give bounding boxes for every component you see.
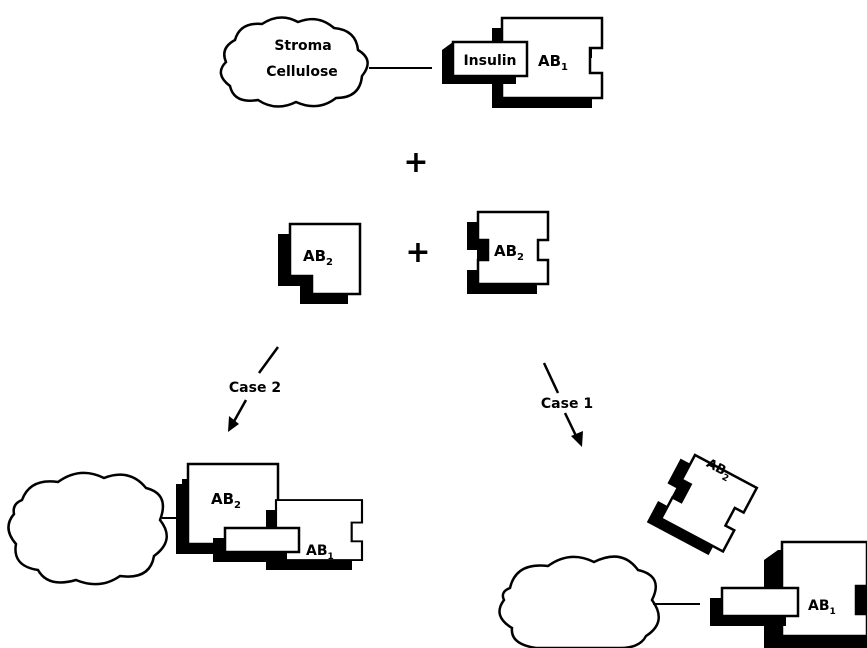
- insulin-antigen-case2: [213, 526, 301, 562]
- stroma-label: Stroma: [274, 38, 331, 54]
- plus-sign-top: +: [403, 145, 428, 180]
- ab2-label-left: AB2: [303, 247, 333, 268]
- ab1-antibody-case1: [764, 540, 867, 648]
- ab2-antibody-displaced: [646, 453, 759, 556]
- ab2-label-right: AB2: [494, 242, 524, 263]
- case1-arrow: [542, 362, 583, 447]
- stroma-cellulose-blob: [219, 16, 369, 108]
- case1-label: Case 1: [541, 396, 593, 412]
- insulin-antigen: Insulin: [442, 40, 529, 84]
- ab1-label-case2: AB1: [306, 543, 334, 562]
- case2-arrow: [228, 346, 280, 432]
- ab1-label: AB1: [538, 52, 568, 73]
- case2-label: Case 2: [229, 380, 281, 396]
- insulin-label: Insulin: [463, 53, 516, 69]
- cellulose-blob-case2: [7, 471, 168, 586]
- ab2-label-case2: AB2: [211, 490, 241, 511]
- ab1-label-case1: AB1: [808, 598, 836, 617]
- case2-complex: AB2 AB1: [7, 462, 364, 586]
- insulin-antigen-case1: [710, 586, 800, 626]
- case1-complex: AB2 AB1: [498, 453, 867, 648]
- cellulose-label: Cellulose: [266, 64, 338, 80]
- plus-sign-middle: +: [405, 235, 430, 270]
- cellulose-blob-case1: [498, 555, 660, 648]
- top-complex: Stroma Cellulose AB1 Insulin: [219, 16, 604, 108]
